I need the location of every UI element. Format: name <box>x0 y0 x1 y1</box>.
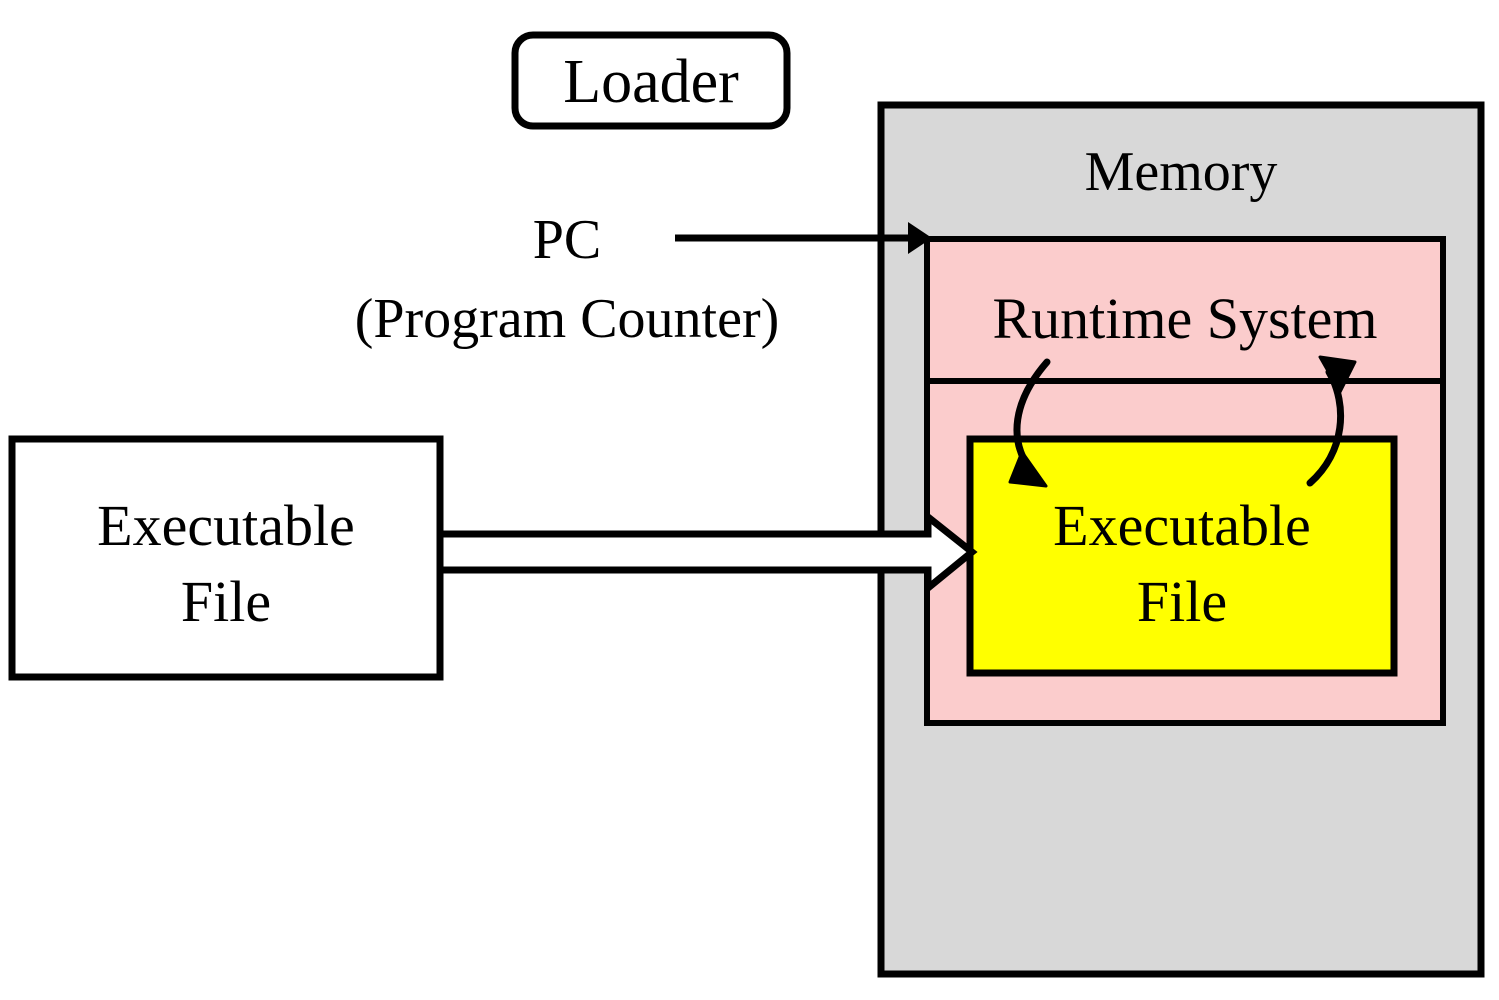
load-block-arrow <box>436 509 978 596</box>
pc-label: PC <box>533 209 602 271</box>
pc-to-memory-arrow <box>675 222 932 254</box>
loader-box[interactable] <box>511 31 791 130</box>
executable-to-runtime-arrow <box>1306 355 1357 487</box>
runtime-to-executable-arrow <box>1008 358 1051 488</box>
executable-file-box[interactable] <box>8 435 444 681</box>
executable-file-label-line1: Executable <box>97 493 355 558</box>
executable-file-label-line2: File <box>181 569 271 634</box>
runtime-system-label: Runtime System <box>992 286 1377 351</box>
executable-in-memory-label-line2: File <box>1137 569 1227 634</box>
loader-label: Loader <box>563 48 739 116</box>
executable-in-memory-label-line1: Executable <box>1053 493 1311 558</box>
pc-sublabel: (Program Counter) <box>355 288 780 350</box>
memory-label: Memory <box>1085 141 1278 203</box>
